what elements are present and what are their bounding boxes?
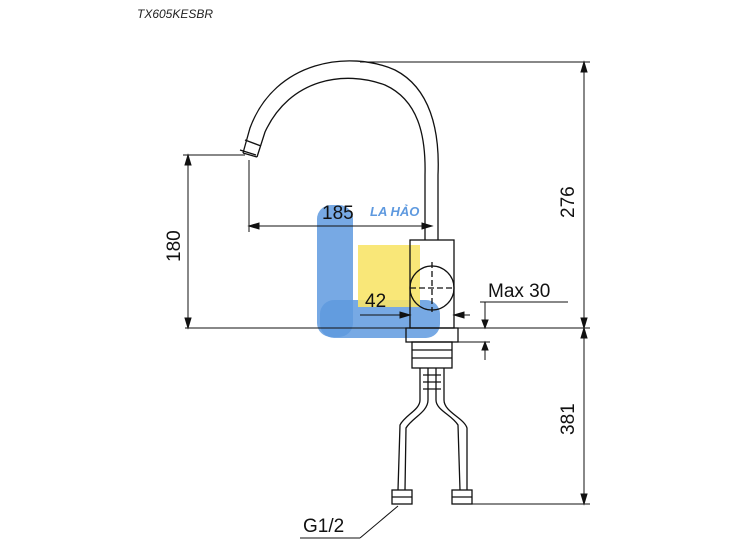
- mounting-nut: [411, 341, 453, 369]
- watermark-text: LA HẢO: [370, 204, 419, 219]
- dim-max-30: Max 30: [488, 281, 550, 302]
- dim-381: 381: [558, 403, 579, 435]
- hose-right: [435, 368, 461, 491]
- faucet-outline: [239, 60, 473, 505]
- model-code: TX605KESBR: [137, 7, 214, 21]
- dimension-lines: [183, 60, 590, 539]
- dim-185: 185: [322, 203, 354, 224]
- hose-left: [397, 368, 421, 491]
- dim-276: 276: [558, 186, 579, 218]
- dim-42: 42: [365, 291, 386, 312]
- dim-thread: G1/2: [303, 516, 344, 537]
- dim-180: 180: [164, 230, 185, 262]
- spout-inner: [256, 77, 426, 240]
- spout-outer: [242, 60, 439, 240]
